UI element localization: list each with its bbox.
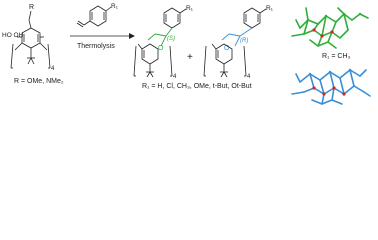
styrene-reagent: R₁ <box>76 3 119 28</box>
product-r-oxygen-label: O <box>224 45 230 52</box>
reactant-substituent-label: R <box>29 4 34 11</box>
r1-definition: R₁ = H, Cl, CH₃, OMe, t-But, Ot-But <box>142 83 252 90</box>
calixarene-reactant: R HO OH 4 R = OMe, NMe₂ <box>2 4 64 85</box>
product-s-oxygen-label: O <box>158 45 164 52</box>
reaction-scheme: R HO OH 4 R = OMe, NMe₂ R₁ Th <box>2 3 371 105</box>
crystal-structure-s: R₁ = CH₃ <box>291 7 369 60</box>
plus-sign: + <box>187 52 193 63</box>
product-r-enantiomer: R₁ O (R) 4 <box>203 5 274 80</box>
reactant-hydroxyl-labels: HO OH <box>2 32 24 39</box>
crystal-label: R₁ = CH₃ <box>322 53 351 60</box>
product-s-enantiomer: R₁ O (S) 4 <box>133 5 194 80</box>
styrene-substituent-label: R₁ <box>111 3 119 10</box>
arrow-condition-label: Thermolysis <box>77 43 115 50</box>
product-s-substituent-label: R₁ <box>186 5 194 12</box>
reaction-arrow: Thermolysis <box>70 33 135 50</box>
product-r-stereo-label: (R) <box>240 38 248 44</box>
product-s-repeat-count: 4 <box>173 74 177 80</box>
reactant-repeat-count: 4 <box>51 66 55 72</box>
reactant-r-definition: R = OMe, NMe₂ <box>14 78 64 85</box>
product-s-stereo-label: (S) <box>167 36 175 42</box>
product-r-repeat-count: 4 <box>247 74 251 80</box>
product-r-substituent-label: R₁ <box>266 5 274 12</box>
crystal-structure-r <box>291 68 371 105</box>
